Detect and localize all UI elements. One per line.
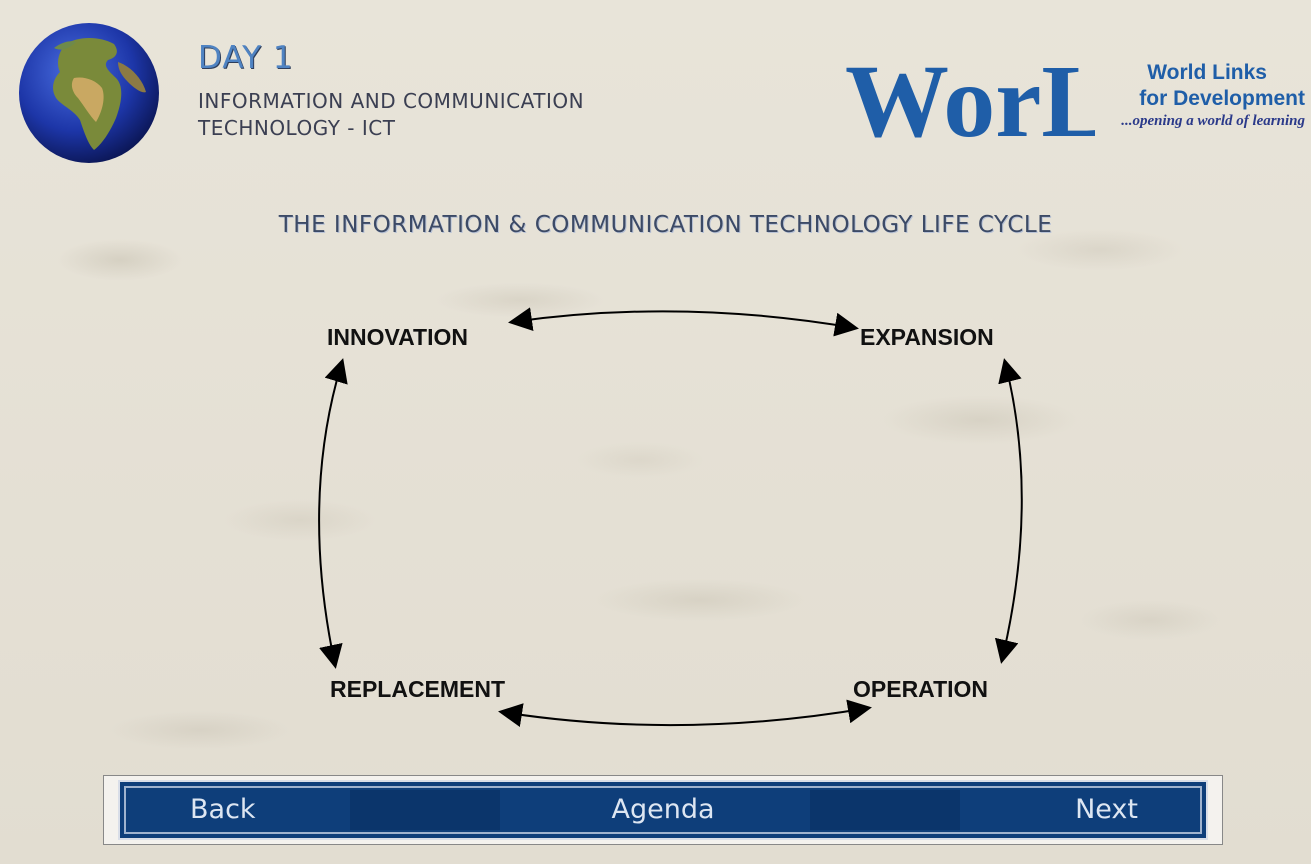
logo-line-2: for Development — [1139, 87, 1305, 110]
life-cycle-diagram: INNOVATION EXPANSION OPERATION REPLACEME… — [300, 300, 1060, 740]
node-innovation: INNOVATION — [327, 324, 468, 350]
subtitle-line-1: INFORMATION AND COMMUNICATION — [198, 89, 585, 113]
nav-segment — [350, 790, 500, 830]
cycle-arrows — [318, 307, 1023, 727]
arrow-replacement-innovation — [318, 358, 348, 669]
world-links-logo: WorLD — [845, 48, 1095, 148]
logo-wordmark: WorLD — [845, 48, 1095, 148]
node-replacement: REPLACEMENT — [330, 676, 506, 702]
agenda-button[interactable]: Agenda — [120, 782, 1206, 838]
subtitle-line-2: TECHNOLOGY - ICT — [198, 116, 396, 140]
arrow-innovation-expansion — [508, 307, 859, 337]
logo-text: World Links for Development ...opening a… — [1100, 60, 1305, 130]
day-title: DAY 1 — [198, 40, 294, 76]
logo-tagline: ...opening a world of learning — [1121, 113, 1305, 129]
slide-heading: THE INFORMATION & COMMUNICATION TECHNOLO… — [278, 212, 1053, 238]
navigation-bar-inner: Back Agenda Next — [118, 780, 1208, 840]
section-subtitle: INFORMATION AND COMMUNICATION TECHNOLOGY… — [198, 88, 718, 142]
globe-icon — [19, 23, 159, 163]
arrow-expansion-operation — [994, 358, 1023, 664]
back-button[interactable]: Back — [190, 782, 256, 838]
node-expansion: EXPANSION — [860, 324, 994, 350]
nav-segment — [810, 790, 960, 830]
next-button[interactable]: Next — [1075, 782, 1138, 838]
arrow-operation-replacement — [498, 699, 872, 727]
node-operation: OPERATION — [853, 676, 989, 702]
navigation-bar: Back Agenda Next — [103, 775, 1223, 845]
logo-line-1: World Links — [1147, 61, 1267, 84]
